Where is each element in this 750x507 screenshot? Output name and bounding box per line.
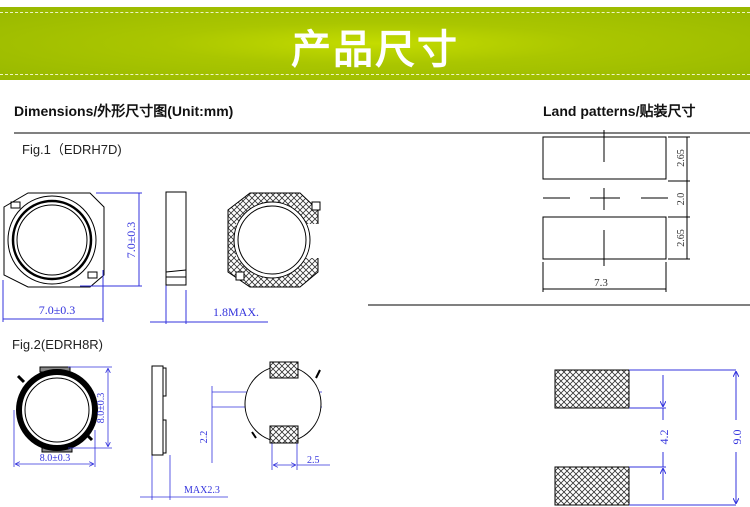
divider bbox=[0, 12, 750, 13]
fig1-thickness-dim: 1.8MAX. bbox=[213, 305, 259, 319]
fig2-height-dim: 8.0±0.3 bbox=[96, 393, 107, 424]
land2-overall-dim: 9.0 bbox=[730, 430, 744, 445]
fig2-thickness-dim: MAX2.3 bbox=[184, 485, 220, 496]
fig2-pad-width-dim: 2.5 bbox=[307, 455, 320, 466]
title-banner: 产品尺寸 bbox=[0, 7, 750, 80]
fig1-height-dim: 7.0±0.3 bbox=[124, 222, 138, 259]
fig1-label: Fig.1（EDRH7D) bbox=[22, 142, 122, 157]
fig1-land-pattern bbox=[542, 130, 690, 292]
land1-gap-dim: 2.0 bbox=[676, 193, 687, 206]
divider bbox=[0, 74, 750, 75]
fig1-bottom-view bbox=[227, 192, 328, 288]
fig1-top-view bbox=[3, 192, 105, 288]
fig2-width-dim: 8.0±0.3 bbox=[40, 453, 71, 464]
land1-pad-bottom-dim: 2.65 bbox=[676, 229, 687, 247]
fig2-top-view bbox=[16, 366, 98, 453]
fig2-bottom-view bbox=[244, 361, 322, 444]
fig2-land-pattern bbox=[554, 369, 736, 506]
fig2-terminal-dim: 2.2 bbox=[199, 431, 210, 444]
land1-pad-top-dim: 2.65 bbox=[676, 149, 687, 167]
land1-width-dim: 7.3 bbox=[594, 277, 608, 289]
fig2-label: Fig.2(EDRH8R) bbox=[12, 337, 104, 352]
fig1-width-dim: 7.0±0.3 bbox=[39, 303, 76, 317]
fig2-side-view bbox=[151, 365, 167, 456]
fig1-dimensions bbox=[2, 192, 268, 324]
fig1-side-view bbox=[165, 191, 187, 286]
page-title: 产品尺寸 bbox=[291, 27, 459, 73]
land-patterns-heading: Land patterns/贴装尺寸 bbox=[543, 103, 696, 119]
land2-inner-gap-dim: 4.2 bbox=[657, 430, 671, 445]
dimensions-heading: Dimensions/外形尺寸图(Unit:mm) bbox=[14, 103, 234, 119]
